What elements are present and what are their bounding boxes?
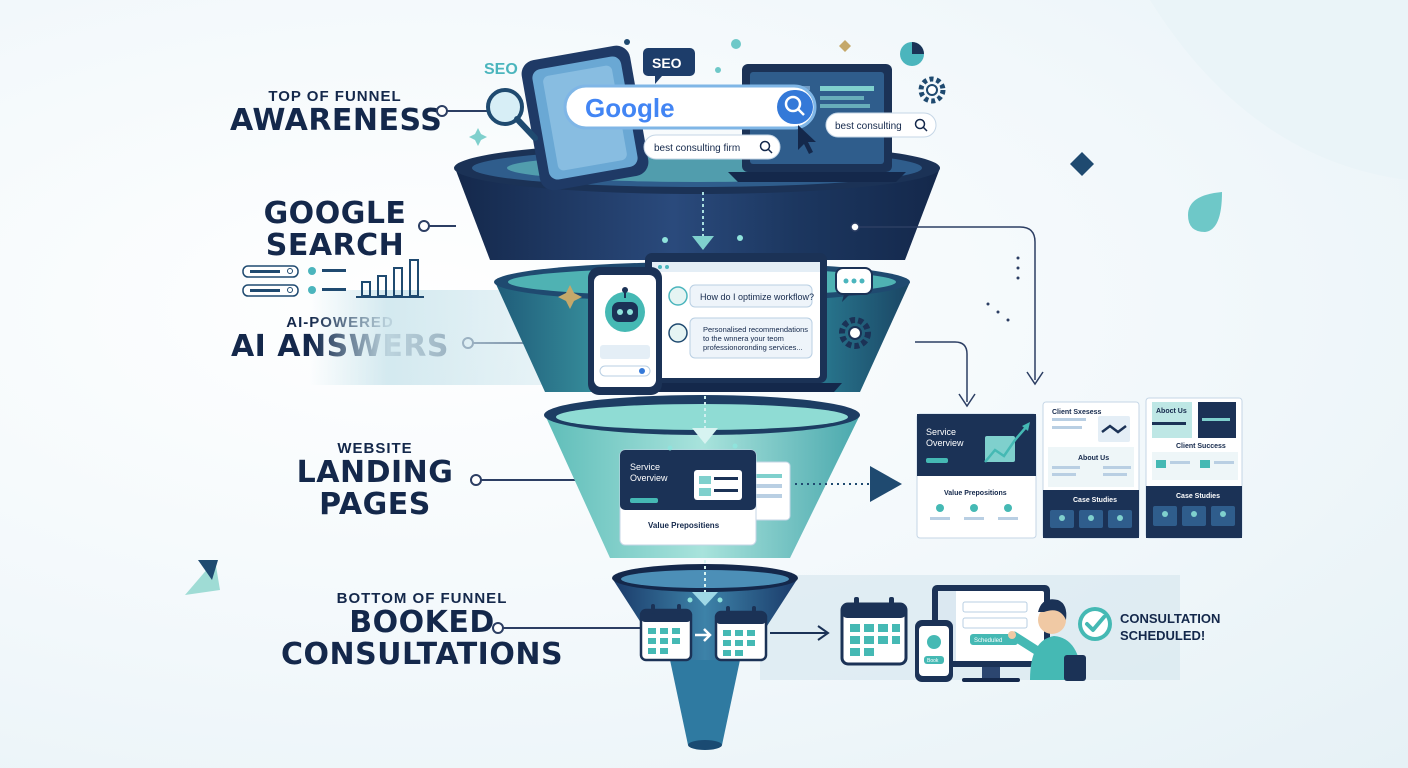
down-arrow-3-head xyxy=(692,592,718,606)
website-page-3 xyxy=(1145,397,1243,539)
seo-tag-1: SEO xyxy=(484,61,518,78)
booked-line1: BOOKED xyxy=(349,605,495,640)
ai-avatar-icon xyxy=(668,323,688,343)
landing-sub: WEBSITE xyxy=(337,440,413,457)
booking-arrow xyxy=(770,625,830,641)
dot-deco-3 xyxy=(624,39,630,45)
page-2-title: Client Sxesess xyxy=(1052,409,1102,416)
google-connector xyxy=(428,225,456,227)
page-3-about: Aboct Us xyxy=(1156,408,1187,415)
query-2-text: best consulting xyxy=(835,121,902,132)
google-search-bar xyxy=(563,84,817,130)
cursor-icon xyxy=(798,125,816,154)
robot-icon xyxy=(605,287,645,332)
landing-arrow-head xyxy=(870,466,902,502)
landing-card xyxy=(619,449,757,546)
page-1-section: Value Prepositions xyxy=(944,490,1007,497)
page-1-title-2: Overview xyxy=(926,438,964,448)
mini-search-bars xyxy=(242,265,346,297)
seo-bubble xyxy=(643,48,695,84)
booked-connector xyxy=(500,627,640,629)
stage-awareness-label: TOP OF FUNNEL AWARENESS xyxy=(230,88,443,138)
landing-title-1: Service xyxy=(630,462,660,472)
landing-title-2: Overview xyxy=(630,473,668,483)
website-page-1 xyxy=(916,413,1037,539)
triangle-deco-2 xyxy=(198,560,218,580)
booked-connector-dot xyxy=(492,622,504,634)
status-line-2: SCHEDULED! xyxy=(1120,628,1205,643)
landing-line1: LANDING xyxy=(296,455,454,490)
calendar-icon-1 xyxy=(639,604,693,662)
dot-deco-1 xyxy=(731,39,741,49)
calendar-arrow-1 xyxy=(695,628,712,642)
funnel-spout xyxy=(670,660,740,745)
funnel-spout-tip xyxy=(688,740,722,750)
awareness-connector xyxy=(440,110,488,112)
google-line2: SEARCH xyxy=(265,228,405,263)
gear-icon-ai xyxy=(839,317,871,349)
ai-question-text: How do I optimize workflow? xyxy=(700,292,814,302)
sparkle-1 xyxy=(469,128,487,146)
bg-curve xyxy=(1150,0,1408,180)
ai-answer-line-1: Personalised recommendations xyxy=(703,325,808,334)
stage-landing-label: WEBSITE LANDING PAGES xyxy=(280,440,470,521)
diamond-deco-1 xyxy=(1070,152,1094,176)
status-line-1: CONSULTATION xyxy=(1120,611,1220,626)
check-circle-icon xyxy=(1078,607,1112,641)
drop-deco xyxy=(1188,192,1222,232)
query-1-text: best consulting firm xyxy=(654,143,740,154)
google-line1: GOOGLE xyxy=(263,196,407,231)
stage-google-label: GOOGLE SEARCH xyxy=(240,198,430,262)
booked-line2: CONSULTATIONS xyxy=(280,637,564,672)
website-page-2 xyxy=(1042,401,1140,539)
query-chip-2 xyxy=(825,112,937,138)
awareness-connector-dot xyxy=(436,105,448,117)
chat-bubble-icon xyxy=(835,267,873,302)
landing-connector-dot xyxy=(470,474,482,486)
landing-connector xyxy=(478,479,598,481)
phone-book-text: Book xyxy=(927,658,939,664)
down-arrow-1-head xyxy=(692,236,714,250)
page-3-cases: Case Studies xyxy=(1176,493,1220,500)
funnel-tier-3-inner xyxy=(556,404,848,430)
search-logo: Google xyxy=(585,93,675,123)
ai-answer-line-3: professionoronding services... xyxy=(703,343,803,352)
google-to-pages-connector xyxy=(855,226,1036,380)
calendar-icon-2 xyxy=(714,606,768,662)
booking-phone xyxy=(915,620,953,682)
ai-answer-line-2: to the wnnera your teom xyxy=(703,334,784,343)
booking-button-text: Scheduled xyxy=(974,638,1002,644)
booked-sub: BOTTOM OF FUNNEL xyxy=(336,590,508,607)
awareness-main: AWARENESS xyxy=(230,103,443,138)
page-1-title-1: Service xyxy=(926,427,956,437)
person-illustration xyxy=(1008,599,1086,681)
page-2-cases: Case Studies xyxy=(1073,497,1117,504)
ai-answer-bubble xyxy=(689,317,813,359)
landing-value-props: Value Prepositiens xyxy=(648,521,720,530)
query-chip-1 xyxy=(643,134,781,160)
awareness-sub: TOP OF FUNNEL xyxy=(268,88,402,105)
ai-to-pages-connector xyxy=(915,341,968,402)
sparkle-2 xyxy=(558,285,582,309)
google-connector-dot xyxy=(418,220,430,232)
user-avatar-icon xyxy=(668,286,688,306)
landing-line2: PAGES xyxy=(319,487,431,522)
ai-question-bubble xyxy=(689,284,813,308)
stage-booked-label: BOTTOM OF FUNNEL BOOKED CONSULTATIONS xyxy=(262,590,582,671)
diamond-deco-2 xyxy=(839,40,851,52)
pie-chart-icon xyxy=(900,42,924,66)
mini-bar-chart-icon xyxy=(356,259,424,298)
funnel-tier-1 xyxy=(455,168,940,260)
page-3-clients: Client Success xyxy=(1176,443,1226,450)
down-arrow-2-head xyxy=(692,428,718,444)
magnifier-icon xyxy=(486,88,538,141)
page-2-about: About Us xyxy=(1078,455,1109,462)
dot-deco-2 xyxy=(715,67,721,73)
gear-icon-top xyxy=(918,76,946,104)
seo-tag-2: SEO xyxy=(652,55,682,71)
calendar-icon-3 xyxy=(840,597,908,666)
